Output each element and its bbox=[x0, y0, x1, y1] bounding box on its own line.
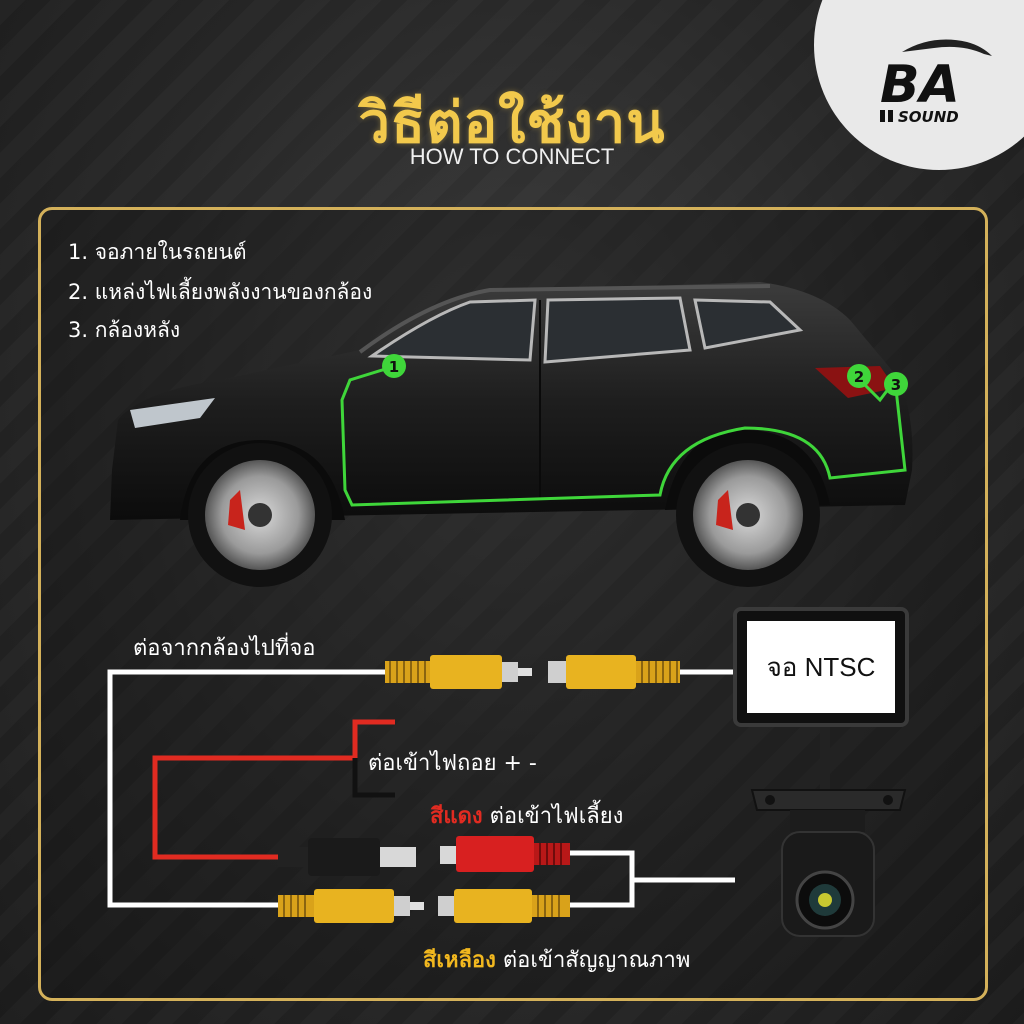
ntsc-monitor: จอ NTSC bbox=[733, 607, 909, 727]
rca-yellow-female-top bbox=[548, 655, 680, 689]
red-wire bbox=[152, 719, 395, 860]
legend-item-power: 2. แหล่งไฟเลี้ยงพลังงานของกล้อง bbox=[68, 280, 373, 304]
svg-text:1: 1 bbox=[389, 358, 399, 376]
rca-yellow-male-top bbox=[385, 655, 532, 689]
page-title: วิธีต่อใช้งาน bbox=[358, 91, 666, 156]
label-yellow-video: สีเหลือง ต่อเข้าสัญญาณภาพ bbox=[423, 942, 690, 977]
rca-yellow-male-bottom bbox=[278, 889, 424, 923]
label-camera-to-monitor: ต่อจากกล้องไปที่จอ bbox=[133, 636, 316, 661]
legend-item-monitor: 1. จอภายในรถยนต์ bbox=[68, 240, 247, 264]
marker-1: 1 bbox=[382, 354, 406, 378]
legend-item-camera: 3. กล้องหลัง bbox=[68, 318, 181, 342]
logo-main-text: BA bbox=[880, 55, 960, 115]
black-wire bbox=[352, 758, 395, 798]
label-yellow-color: สีเหลือง bbox=[423, 948, 496, 973]
video-wire bbox=[107, 669, 385, 908]
logo-sub-text: SOUND bbox=[898, 108, 959, 126]
monitor-screen-label: จอ NTSC bbox=[747, 621, 895, 713]
label-red-color: สีแดง bbox=[430, 804, 483, 829]
label-red-power: สีแดง ต่อเข้าไฟเลี้ยง bbox=[430, 798, 623, 833]
marker-2: 2 bbox=[847, 364, 871, 388]
label-red-desc: ต่อเข้าไฟเลี้ยง bbox=[489, 804, 624, 829]
marker-3: 3 bbox=[884, 372, 908, 396]
dc-socket-red bbox=[440, 836, 570, 872]
svg-text:3: 3 bbox=[891, 376, 901, 394]
rca-yellow-female-bottom bbox=[438, 889, 570, 923]
dc-plug-black bbox=[278, 838, 416, 876]
ba-sound-logo: BA SOUND bbox=[880, 39, 992, 126]
label-yellow-desc: ต่อเข้าสัญญาณภาพ bbox=[502, 948, 691, 973]
rear-camera bbox=[750, 789, 907, 937]
label-reverse-power: ต่อเข้าไฟถอย + - bbox=[368, 751, 537, 776]
svg-text:2: 2 bbox=[854, 368, 864, 386]
page-subtitle: HOW TO CONNECT bbox=[409, 144, 615, 169]
